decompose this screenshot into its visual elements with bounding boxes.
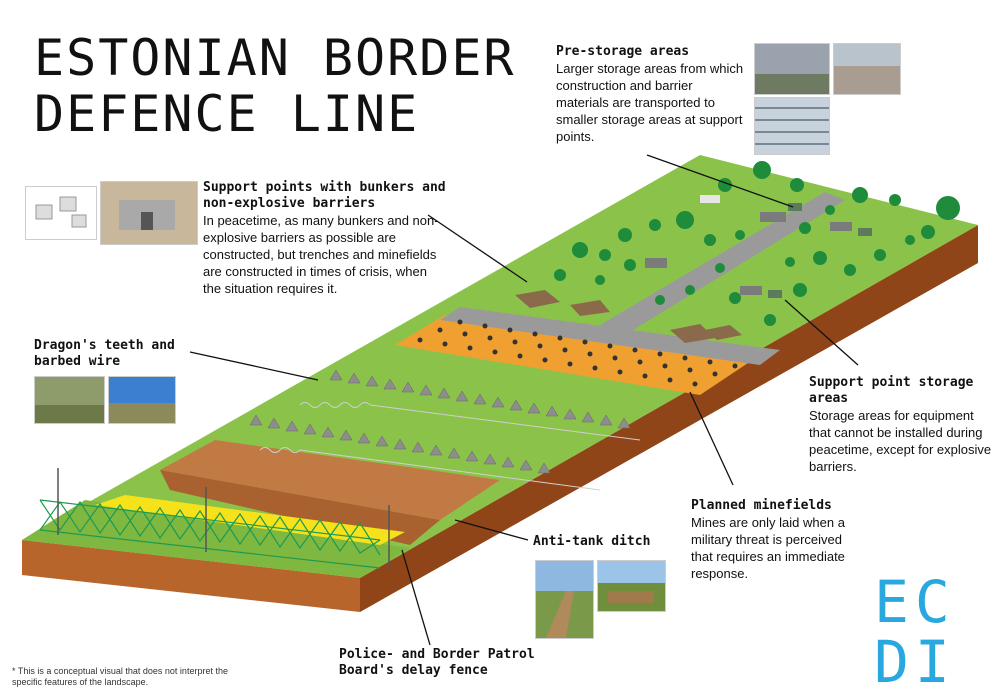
callout-minefields-body: Mines are only laid when a military thre… xyxy=(691,515,845,581)
callout-support-storage: Support point storage areas Storage area… xyxy=(809,375,999,475)
leader-lines xyxy=(189,154,859,646)
soil-right-face xyxy=(360,225,978,612)
ditch-bank xyxy=(160,470,440,545)
storage-buildings xyxy=(645,195,872,298)
barbed-wire-photo xyxy=(108,376,176,424)
bunker-model-image xyxy=(25,186,97,240)
bunker-photo xyxy=(100,181,198,245)
logo-line-2: DI xyxy=(874,628,956,696)
soil-front-face xyxy=(22,540,360,612)
title-line-2: DEFENCE LINE xyxy=(34,85,420,143)
anti-tank-ditch-photo-1 xyxy=(535,560,594,639)
mines xyxy=(417,319,738,387)
minefield-area xyxy=(395,315,760,395)
anti-tank-ditch-photo-2 xyxy=(597,560,666,612)
bunkers xyxy=(515,290,742,343)
delay-fence xyxy=(39,499,381,569)
callout-support-points: Support points with bunkers and non-expl… xyxy=(203,180,448,297)
callout-support-storage-body: Storage areas for equipment that cannot … xyxy=(809,408,992,474)
callout-support-points-body: In peacetime, as many bunkers and non-ex… xyxy=(203,213,439,296)
barbed-wire xyxy=(259,402,641,491)
logo-line-1: EC xyxy=(874,568,956,636)
callout-delay-fence-heading: Police- and Border Patrol Board's delay … xyxy=(339,647,535,678)
callout-support-storage-heading: Support point storage areas xyxy=(809,375,974,406)
road-main xyxy=(440,307,780,365)
callout-pre-storage-heading: Pre-storage areas xyxy=(556,44,690,59)
pre-storage-photo-2 xyxy=(833,43,901,95)
title-line-1: ESTONIAN BORDER xyxy=(34,29,516,87)
callout-pre-storage: Pre-storage areas Larger storage areas f… xyxy=(556,44,746,145)
pre-storage-photo-3 xyxy=(754,97,830,155)
dragons-teeth-photo xyxy=(34,376,105,424)
callout-anti-tank-heading: Anti-tank ditch xyxy=(533,534,651,549)
callout-minefields: Planned minefields Mines are only laid w… xyxy=(691,498,866,582)
anti-tank-ditch xyxy=(160,440,500,520)
diagram-title: ESTONIAN BORDER DEFENCE LINE xyxy=(34,30,516,142)
callout-anti-tank: Anti-tank ditch xyxy=(533,534,673,550)
callout-dragons-teeth-heading: Dragon's teeth and barbed wire xyxy=(34,338,175,369)
fence-strip-grass xyxy=(22,500,410,578)
dragons-teeth xyxy=(249,369,631,474)
callout-dragons-teeth: Dragon's teeth and barbed wire xyxy=(34,338,204,370)
callout-delay-fence: Police- and Border Patrol Board's delay … xyxy=(339,647,579,679)
pre-storage-photo-1 xyxy=(754,43,830,95)
callout-pre-storage-body: Larger storage areas from which construc… xyxy=(556,61,744,144)
fence-poles xyxy=(57,468,390,570)
footnote: * This is a conceptual visual that does … xyxy=(12,666,228,687)
trees xyxy=(554,161,960,326)
ecdi-logo: EC DI xyxy=(874,572,956,692)
callout-support-points-heading: Support points with bunkers and non-expl… xyxy=(203,180,446,211)
callout-minefields-heading: Planned minefields xyxy=(691,498,832,513)
